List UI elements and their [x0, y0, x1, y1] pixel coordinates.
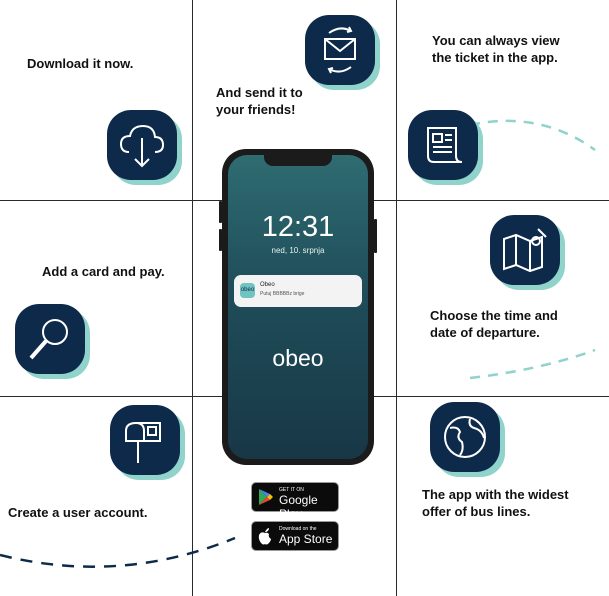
- badge-map: [490, 215, 560, 285]
- app-store-big-text: App Store: [279, 532, 333, 546]
- phone-lock-screen: 12:31 ned, 10. srpnja obeo Obeo Putuj BB…: [228, 155, 368, 459]
- notification-app-icon: obeo: [240, 283, 255, 298]
- phone-side-button-left-1: [219, 201, 222, 223]
- map-pin-icon: [503, 228, 547, 273]
- google-play-button[interactable]: GET IT ON Google Play: [251, 482, 339, 521]
- caption-view-line1: You can always view: [432, 33, 560, 48]
- badge-globe: [430, 402, 500, 472]
- caption-send: And send it to your friends!: [216, 84, 303, 118]
- caption-choose-line1: Choose the time and: [430, 308, 558, 323]
- badge-ticket: [408, 110, 478, 180]
- ticket-document-icon: [427, 127, 463, 163]
- obeo-logo: obeo: [272, 345, 324, 371]
- grid-line-vertical-right: [396, 0, 397, 596]
- grid-line-vertical-left: [192, 0, 193, 596]
- caption-choose-line2: date of departure.: [430, 325, 540, 340]
- phone-side-button-right: [374, 219, 377, 253]
- apple-icon: [258, 528, 271, 545]
- notification-card[interactable]: obeo Obeo Putuj BBBBBz brige: [234, 275, 362, 307]
- caption-add-card: Add a card and pay.: [42, 264, 165, 279]
- mailbox-icon: [125, 422, 161, 463]
- caption-choose: Choose the time and date of departure.: [430, 307, 558, 341]
- lock-screen-time: 12:31: [261, 211, 335, 243]
- google-play-icon: [259, 489, 273, 505]
- globe-icon: [444, 416, 486, 458]
- caption-create-account: Create a user account.: [8, 505, 148, 520]
- badge-mailbox: [110, 405, 180, 475]
- caption-widest: The app with the widest offer of bus lin…: [422, 486, 569, 520]
- caption-widest-line2: offer of bus lines.: [422, 504, 531, 519]
- phone-mockup: 12:31 ned, 10. srpnja obeo Obeo Putuj BB…: [219, 149, 377, 465]
- caption-send-line1: And send it to: [216, 85, 303, 100]
- google-play-big-text: Google Play: [279, 493, 318, 521]
- notification-app-name: Obeo: [260, 282, 275, 288]
- notification-text: Putuj BBBBBz brige: [260, 291, 305, 297]
- cloud-download-icon: [119, 124, 165, 168]
- envelope-exchange-icon: [324, 26, 356, 74]
- caption-send-line2: your friends!: [216, 102, 296, 117]
- caption-view: You can always view the ticket in the ap…: [432, 32, 560, 66]
- magnifier-icon: [29, 319, 68, 360]
- google-play-small-text: GET IT ON: [279, 487, 304, 493]
- phone-side-button-left-2: [219, 229, 222, 251]
- caption-widest-line1: The app with the widest: [422, 487, 569, 502]
- caption-view-line2: the ticket in the app.: [432, 50, 558, 65]
- badge-cloud: [107, 110, 177, 180]
- badge-search: [15, 304, 85, 374]
- badge-envelope: [305, 15, 375, 85]
- phone-notch: [264, 155, 332, 166]
- app-store-button[interactable]: Download on the App Store: [251, 521, 339, 551]
- caption-download: Download it now.: [27, 56, 134, 71]
- app-store-small-text: Download on the: [279, 526, 317, 532]
- lock-screen-date: ned, 10. srpnja: [271, 246, 325, 255]
